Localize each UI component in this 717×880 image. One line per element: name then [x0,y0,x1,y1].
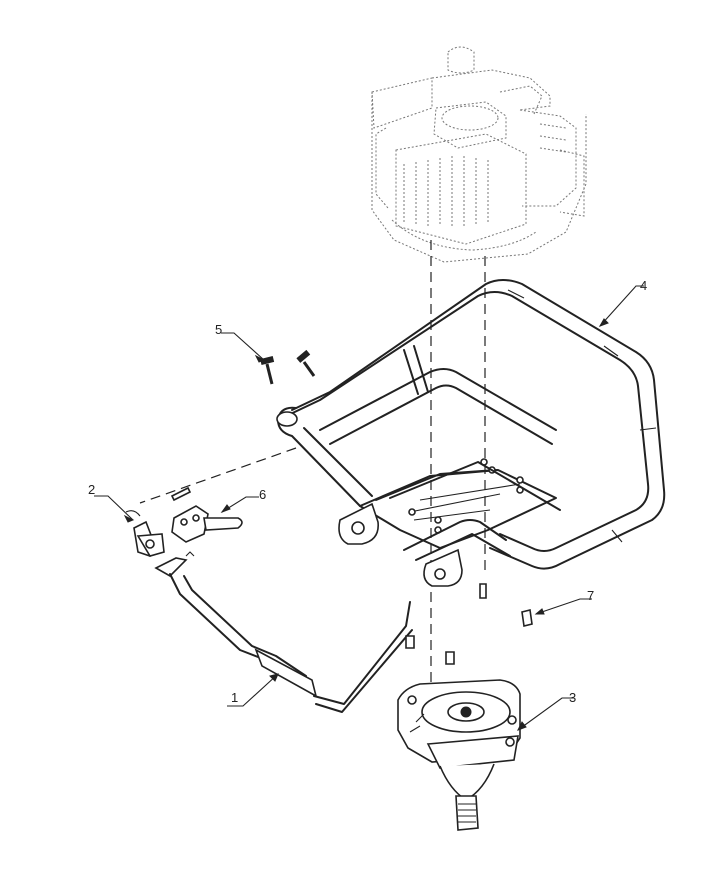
small-bolts [405,583,533,665]
engine-phantom [371,46,587,263]
engine-alignment-lines [139,240,486,700]
callout-4: 4 [640,278,647,293]
callout-2: 2 [88,482,95,497]
callout-6: 6 [259,487,266,502]
callout-1: 1 [231,690,238,705]
bolt-pair [260,349,316,385]
callout-5: 5 [215,322,222,337]
throttle-cable [169,573,413,713]
frame-handle [276,279,666,587]
gearbox [397,679,521,831]
callout-3: 3 [569,690,576,705]
switch-assembly [125,486,243,577]
callout-leaders [94,285,644,731]
callout-7: 7 [587,588,594,603]
